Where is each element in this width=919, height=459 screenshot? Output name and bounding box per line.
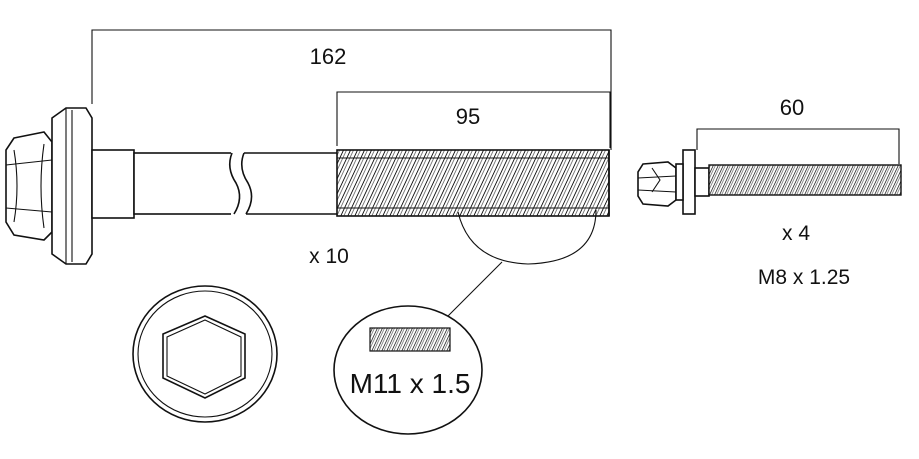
short-stud-hex-head bbox=[637, 161, 677, 207]
long-bolt-shank bbox=[133, 152, 235, 215]
short-stud bbox=[637, 149, 902, 215]
long-bolt-thread bbox=[336, 149, 610, 217]
dimension-stud-thread-label: 60 bbox=[780, 95, 804, 120]
thread-detail-spec: M11 x 1.5 bbox=[350, 368, 471, 399]
long-bolt-flange bbox=[51, 107, 93, 265]
short-stud-quantity: x 4 bbox=[782, 222, 810, 245]
thread-pitch-sample bbox=[369, 327, 451, 352]
hex-socket-outline bbox=[162, 315, 246, 399]
dimension-stud-thread bbox=[696, 128, 900, 164]
long-bolt-hex-head bbox=[5, 131, 53, 241]
short-stud-thread bbox=[708, 164, 902, 196]
dimension-overall bbox=[91, 29, 612, 150]
thread-detail-callout bbox=[445, 209, 597, 319]
dimension-overall-label: 162 bbox=[310, 44, 347, 69]
long-bolt bbox=[5, 107, 610, 319]
length-break-symbol bbox=[228, 149, 253, 219]
long-bolt-shoulder bbox=[91, 149, 135, 219]
short-stud-spec: M8 x 1.25 bbox=[758, 266, 850, 289]
dimension-thread-label: 95 bbox=[456, 104, 480, 129]
thread-detail-circle bbox=[333, 305, 483, 435]
dimension-thread bbox=[336, 91, 611, 148]
short-stud-flange bbox=[682, 149, 696, 215]
long-bolt-shank-right bbox=[244, 152, 337, 215]
bolt-head-end-view bbox=[132, 285, 278, 423]
long-bolt-quantity: x 10 bbox=[309, 245, 349, 268]
